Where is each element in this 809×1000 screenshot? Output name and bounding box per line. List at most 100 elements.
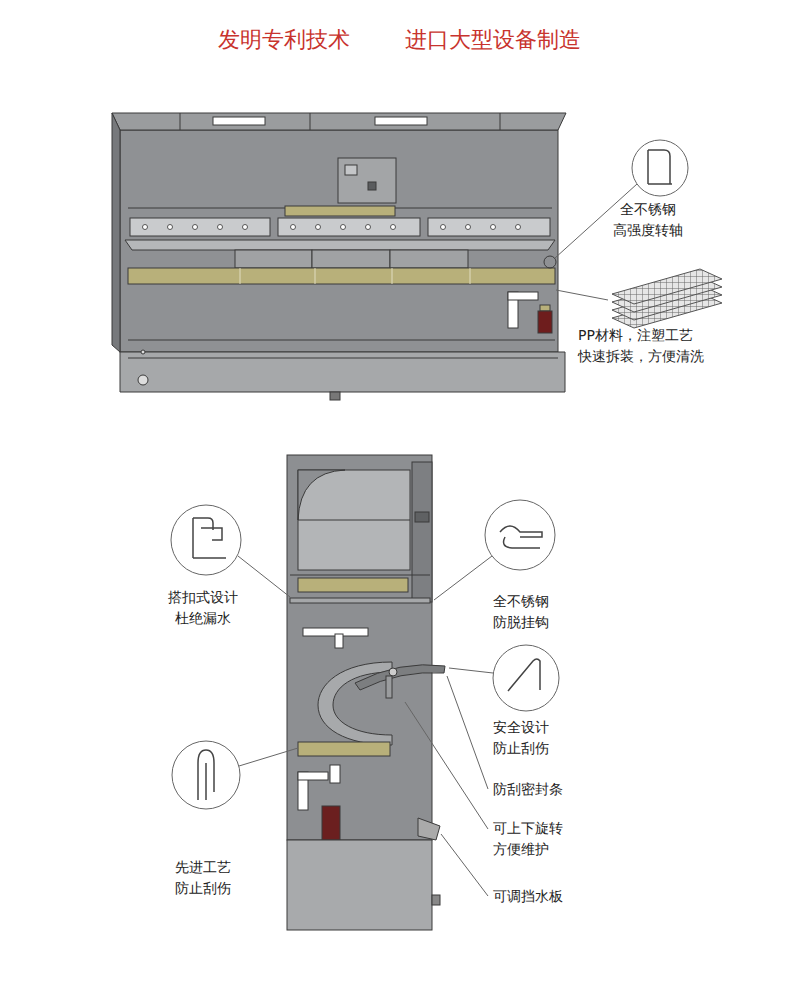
machine-cross-section-part: [386, 676, 392, 698]
machine-front-view-part-part: [470, 268, 471, 284]
machine-front-view-part: [338, 158, 396, 203]
machine-cross-section-part: [432, 895, 440, 905]
callout-label: 安全设计 防止刮伤: [492, 717, 551, 759]
machine-front-view-part-part: [168, 225, 173, 230]
machine-front-view-part: [128, 268, 555, 284]
machine-front-view-part: [180, 113, 181, 130]
callout-part: [508, 659, 540, 691]
callout-part: [172, 741, 240, 809]
machine-cross-section-part: [335, 634, 343, 648]
callout-part: [171, 505, 241, 575]
callout-part: [198, 750, 214, 800]
callout-part: [485, 500, 555, 570]
machine-front-view-part: [375, 117, 427, 125]
machine-front-view-part-part: [218, 225, 223, 230]
machine-front-view-part-part: [491, 225, 496, 230]
machine-front-view: [112, 113, 566, 400]
machine-cross-section-part: [418, 818, 440, 840]
machine-front-view-part-part: [366, 225, 371, 230]
machine-front-view-part: [112, 113, 120, 352]
machine-front-view-part: [538, 311, 552, 333]
callout-part: [449, 668, 493, 673]
machine-front-view-part-part: [243, 225, 248, 230]
machine-cross-section-part: [412, 462, 432, 602]
machine-front-view-part: [345, 165, 357, 175]
machine-front-view-part: [128, 340, 555, 341]
callout-label: 防刮密封条: [493, 779, 566, 800]
callout-part: [648, 150, 672, 184]
callout-part: [193, 518, 226, 558]
callout-part: [493, 645, 559, 711]
machine-front-view-part: [540, 305, 550, 311]
callout-part: [238, 556, 290, 597]
callout-part: [441, 834, 488, 896]
machine-front-view-part: [428, 218, 550, 236]
callout-label: 可上下旋转 方便维护: [493, 818, 566, 860]
callout-part: [612, 269, 722, 304]
machine-front-view-part: [330, 392, 340, 400]
machine-front-view-part-part: [466, 225, 471, 230]
machine-front-view-part: [310, 113, 311, 130]
machine-front-view-part: [235, 250, 312, 268]
machine-front-view-part: [368, 182, 376, 190]
machine-cross-section-part: [298, 520, 410, 521]
machine-cross-section-part: [355, 665, 445, 690]
callout-part: [405, 702, 488, 829]
machine-front-view-part: [125, 240, 555, 250]
machine-front-view-part: [130, 218, 270, 236]
machine-front-view-part: [141, 350, 145, 354]
callout-part: [556, 290, 608, 300]
callout-label: 全不锈钢 高强度转轴: [612, 199, 685, 241]
machine-cross-section-part: [298, 578, 408, 592]
machine-front-view-part: [120, 130, 558, 352]
callout-part: [447, 676, 488, 789]
machine-cross-section-part: [298, 470, 345, 520]
callout-label: 全不锈钢 防脱挂钩: [492, 591, 551, 633]
machine-front-view-part: [128, 358, 558, 359]
machine-front-view-part-part: [441, 225, 446, 230]
callout-part: [434, 556, 492, 600]
callout: [171, 500, 559, 896]
machine-front-view-part: [312, 250, 390, 268]
callout-part: [239, 748, 298, 766]
machine-front-view-part: [390, 250, 468, 268]
page-title: 发明专利技术: [218, 26, 350, 54]
machine-front-view-part: [285, 206, 395, 216]
machine-front-view-part-part: [143, 225, 148, 230]
callout-part: [500, 526, 542, 548]
callout-part: [632, 140, 688, 196]
machine-front-view-part-part: [193, 225, 198, 230]
machine-cross-section-part: [298, 772, 328, 780]
callout-label: 先进工艺 防止刮伤: [174, 857, 233, 899]
machine-cross-section-part: [287, 840, 432, 930]
machine-front-view-part: [138, 375, 148, 385]
machine-cross-section-part: [415, 512, 429, 522]
machine-cross-section-part: [290, 575, 430, 576]
callout: [555, 140, 722, 328]
machine-front-view-part: [112, 113, 566, 130]
machine-front-view-part: [240, 268, 470, 284]
callout-label: PP材料，注塑工艺 快速拆装，方便清洗: [578, 325, 707, 367]
machine-front-view-part-part: [392, 268, 393, 284]
machine-cross-section-part: [298, 470, 410, 570]
machine-front-view-part: [143, 225, 521, 230]
machine-front-view-part-part: [315, 268, 316, 284]
machine-cross-section-part: [290, 598, 430, 603]
machine-front-view-part-part: [516, 225, 521, 230]
machine-cross-section-part: [298, 742, 390, 756]
machine-front-view-part: [544, 256, 556, 268]
machine-front-view-part-part: [291, 225, 296, 230]
machine-cross-section-part: [322, 806, 340, 840]
machine-cross-section-part: [389, 668, 397, 676]
machine-cross-section-part: [287, 455, 432, 840]
machine-front-view-part: [213, 117, 265, 125]
machine-front-view-part: [508, 292, 538, 300]
machine-cross-section: [287, 455, 445, 930]
machine-front-view-part: [500, 113, 501, 130]
machine-front-view-part-part: [240, 268, 241, 284]
callout-part: [555, 184, 637, 258]
callout-label: 可调挡水板: [493, 886, 566, 907]
machine-front-view-part-part: [391, 225, 396, 230]
